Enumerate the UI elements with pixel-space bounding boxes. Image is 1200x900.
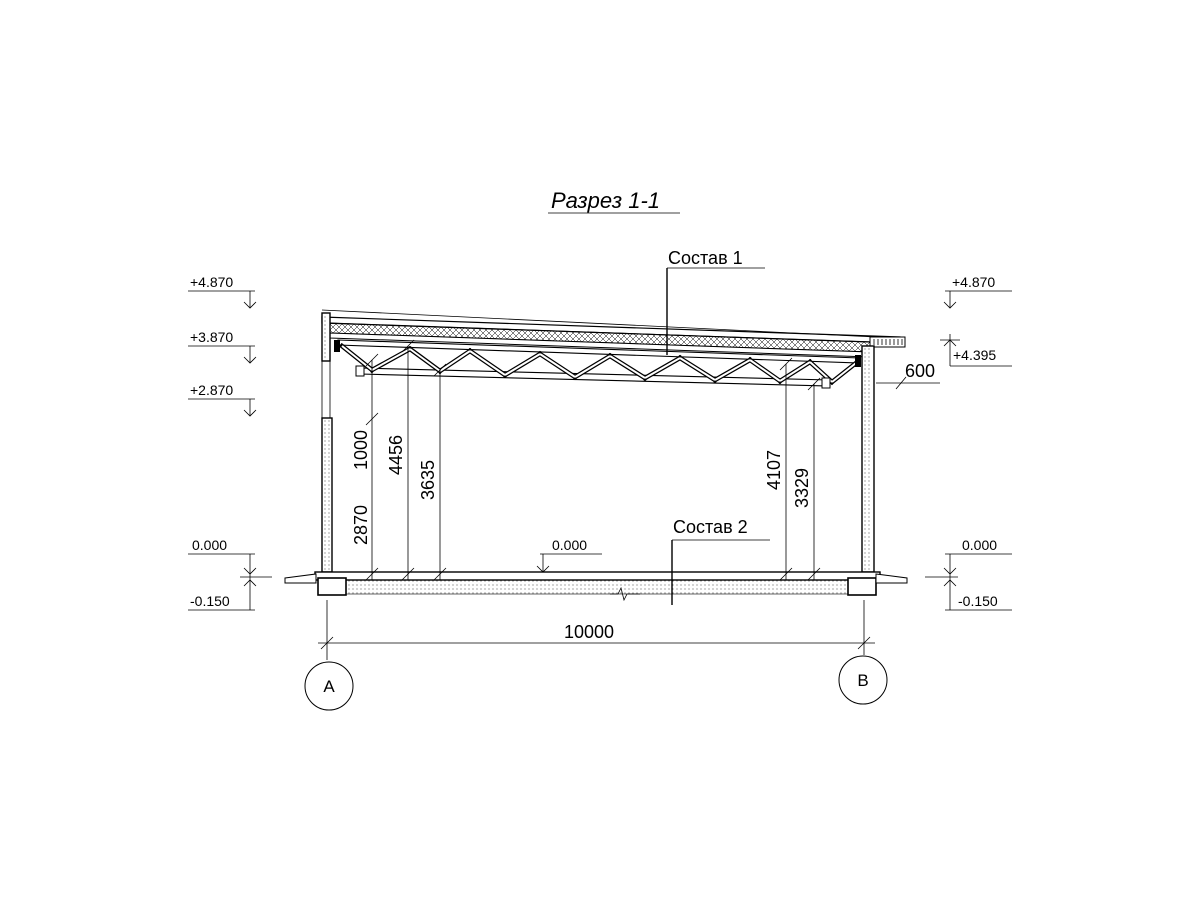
level-right-m0150: -0.150 — [958, 593, 998, 609]
levels-right: +4.870 +4.395 0.000 -0.150 — [925, 274, 1012, 611]
dim-3329: 3329 — [792, 468, 812, 508]
right-wall — [861, 345, 875, 573]
axis-left: А — [304, 661, 354, 711]
dim-10000-group: 10000 — [318, 600, 875, 660]
dim-1000: 1000 — [351, 430, 371, 470]
right-footing — [847, 577, 877, 596]
dim-10000: 10000 — [564, 622, 614, 642]
dim-4107: 4107 — [764, 450, 784, 490]
floor-assembly — [284, 571, 908, 602]
dim-4456: 4456 — [386, 435, 406, 475]
axis-right: В — [838, 655, 888, 705]
level-right-4870: +4.870 — [952, 274, 995, 290]
callout-roof: Состав 1 — [666, 248, 765, 355]
level-inside-0000: 0.000 — [552, 537, 587, 553]
roof-truss — [334, 339, 861, 389]
level-left-0000: 0.000 — [192, 537, 227, 553]
level-left-4870: +4.870 — [190, 274, 233, 290]
levels-left: +4.870 +3.870 +2.870 0.000 -0.150 — [188, 274, 272, 611]
callout-roof-label: Состав 1 — [668, 248, 743, 268]
callout-floor-label: Состав 2 — [673, 517, 748, 537]
axis-left-label: А — [323, 677, 335, 696]
level-right-4395: +4.395 — [953, 347, 996, 363]
vertical-dimensions-left: 1000 2870 4456 3635 — [351, 339, 447, 581]
roof-overhang — [869, 336, 906, 348]
callout-floor: Состав 2 — [671, 517, 770, 605]
left-footing — [317, 577, 347, 596]
level-left-m0150: -0.150 — [190, 593, 230, 609]
level-left-3870: +3.870 — [190, 329, 233, 345]
dim-600: 600 — [905, 361, 935, 381]
drawing-title: Разрез 1-1 — [551, 188, 660, 213]
axis-right-label: В — [857, 671, 868, 690]
level-left-2870: +2.870 — [190, 382, 233, 398]
dim-2870: 2870 — [351, 505, 371, 545]
level-right-0000: 0.000 — [962, 537, 997, 553]
dim-3635: 3635 — [418, 460, 438, 500]
left-wall — [321, 312, 333, 573]
dim-600-group: 600 — [876, 361, 940, 390]
roof-assembly — [321, 309, 906, 358]
vertical-dimensions-right: 4107 3329 — [764, 357, 821, 581]
level-inside: 0.000 — [536, 537, 602, 573]
